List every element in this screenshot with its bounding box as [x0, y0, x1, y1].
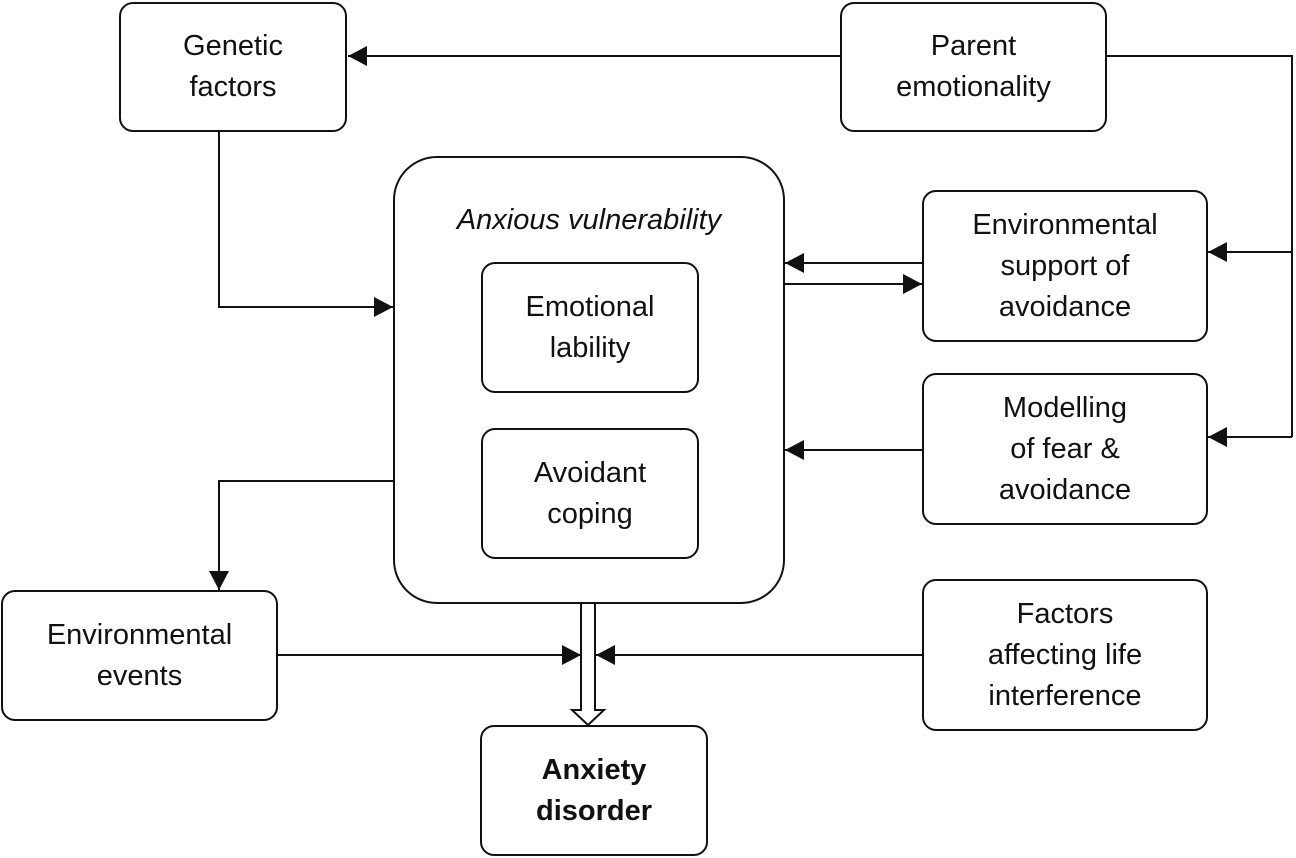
node-label: Factors affecting life interference — [987, 597, 1143, 712]
node-avoidant-coping: Avoidant coping — [481, 428, 699, 559]
node-label: Avoidant coping — [533, 456, 647, 530]
node-label: Environmental support of avoidance — [972, 208, 1158, 323]
node-modelling: Modelling of fear & avoidance — [922, 373, 1208, 525]
edge-parent-rail — [1107, 55, 1293, 437]
node-label: Emotional lability — [525, 290, 655, 364]
group-title: Anxious vulnerability — [456, 204, 722, 236]
edge-genetic-to-vulnerability — [218, 131, 393, 317]
node-genetic-factors: Genetic factors — [119, 2, 347, 132]
node-anxious-vulnerability: Anxious vulnerability Emotional lability… — [393, 156, 785, 604]
edge-vulnerability-to-disorder — [569, 603, 607, 727]
node-environmental-support: Environmental support of avoidance — [922, 190, 1208, 342]
edge-vulnerability-to-envevents — [209, 480, 393, 590]
node-label: Anxiety disorder — [535, 753, 653, 827]
node-environmental-events: Environmental events — [1, 590, 278, 721]
node-parent-emotionality: Parent emotionality — [840, 2, 1107, 132]
node-anxiety-disorder: Anxiety disorder — [480, 725, 708, 856]
node-emotional-lability: Emotional lability — [481, 262, 699, 393]
node-label: Environmental events — [46, 618, 233, 692]
node-label: Modelling of fear & avoidance — [998, 391, 1132, 506]
node-factors-life-interference: Factors affecting life interference — [922, 579, 1208, 731]
node-label: Parent emotionality — [896, 30, 1051, 103]
node-label: Genetic factors — [183, 30, 283, 103]
